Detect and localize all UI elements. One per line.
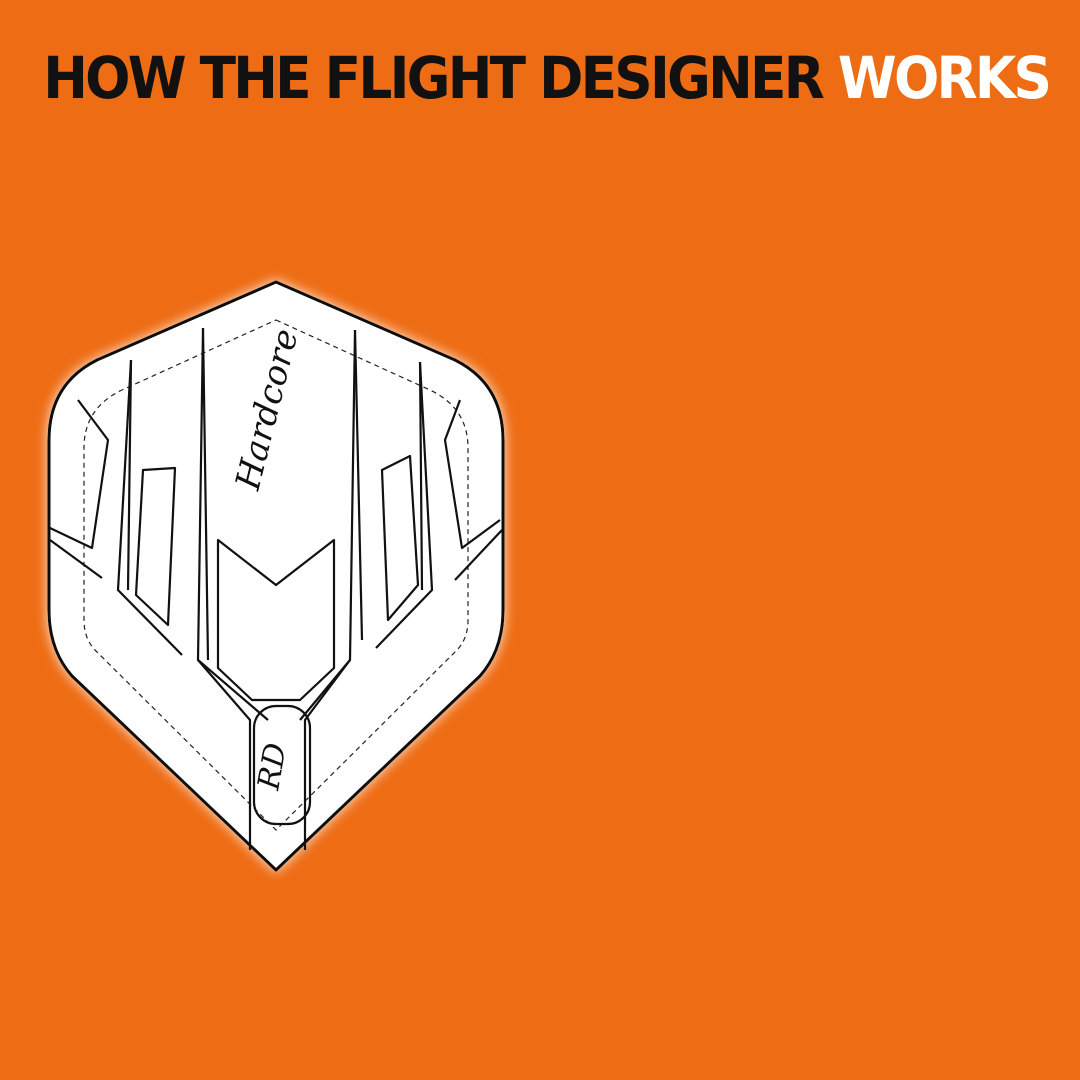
trim-line bbox=[83, 319, 469, 831]
monogram-text: RD bbox=[251, 740, 294, 793]
page-headline: HOW THE FLIGHT DESIGNER WORKS bbox=[43, 40, 1052, 116]
flight-design-lines bbox=[49, 327, 503, 850]
flight-shape bbox=[47, 280, 505, 872]
headline-highlight-text: WORKS bbox=[837, 44, 1052, 112]
headline-dark-text: HOW THE FLIGHT DESIGNER bbox=[43, 44, 825, 112]
monogram-badge bbox=[252, 704, 312, 826]
